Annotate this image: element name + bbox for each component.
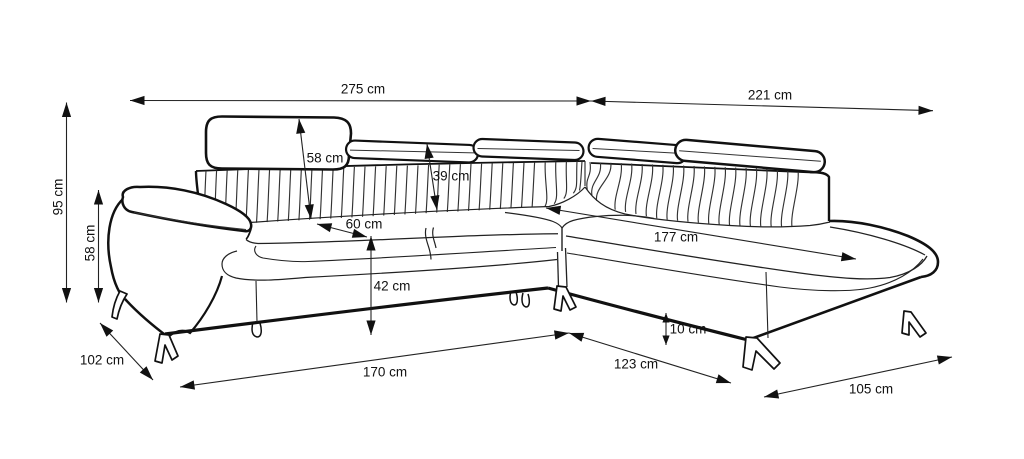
svg-text:60 cm: 60 cm bbox=[346, 217, 383, 232]
svg-text:58 cm: 58 cm bbox=[83, 225, 98, 262]
svg-text:177 cm: 177 cm bbox=[654, 230, 698, 245]
svg-text:170 cm: 170 cm bbox=[363, 365, 407, 380]
svg-text:10 cm: 10 cm bbox=[670, 322, 707, 337]
svg-text:95 cm: 95 cm bbox=[51, 179, 66, 216]
svg-text:42 cm: 42 cm bbox=[374, 279, 411, 294]
svg-text:102 cm: 102 cm bbox=[80, 353, 124, 368]
svg-text:58 cm: 58 cm bbox=[307, 151, 344, 166]
svg-text:275 cm: 275 cm bbox=[341, 82, 385, 97]
svg-text:105 cm: 105 cm bbox=[849, 382, 893, 397]
svg-text:221 cm: 221 cm bbox=[748, 88, 792, 103]
svg-text:123 cm: 123 cm bbox=[614, 357, 658, 372]
svg-text:39 cm: 39 cm bbox=[433, 169, 470, 184]
